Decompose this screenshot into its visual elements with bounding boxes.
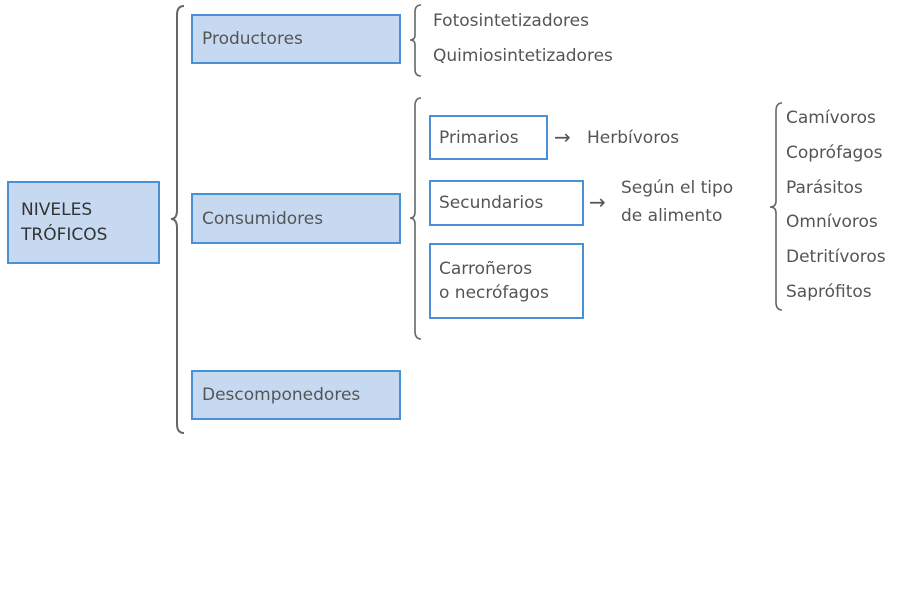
food-type-item: Parásitos	[786, 178, 863, 198]
level-producers: Productores	[191, 14, 401, 64]
root-node-niveles-troficos: NIVELES TRÓFICOS	[7, 181, 160, 264]
root-label-line2: TRÓFICOS	[21, 224, 108, 245]
level-consumers-label: Consumidores	[202, 208, 324, 229]
level-decomposers: Descomponedores	[191, 370, 401, 420]
consumer-scavengers-line1: Carroñeros	[439, 259, 533, 279]
consumer-secondary: Secundarios	[429, 180, 584, 226]
level-consumers: Consumidores	[191, 193, 401, 244]
food-type-item: Coprófagos	[786, 143, 883, 163]
producers-brace	[409, 4, 422, 77]
root-label-line1: NIVELES	[21, 199, 93, 220]
main-brace	[170, 5, 185, 434]
food-type-item: Saprófitos	[786, 282, 872, 302]
level-decomposers-label: Descomponedores	[202, 385, 361, 405]
food-type-item: Camívoros	[786, 108, 876, 128]
food-type-item: Detritívoros	[786, 247, 886, 267]
producer-type-chemosynthetic: Quimiosintetizadores	[433, 46, 613, 66]
secondary-result-line2: de alimento	[621, 206, 723, 226]
arrow-icon-secondary: →	[589, 190, 606, 214]
consumer-scavengers-line2: o necrófagos	[439, 283, 549, 303]
consumer-scavengers: Carroñeros o necrófagos	[429, 243, 584, 319]
arrow-icon-primary: →	[554, 125, 571, 149]
secondary-result-line1: Según el tipo	[621, 178, 734, 198]
consumer-secondary-label: Secundarios	[439, 193, 544, 213]
food-type-item: Omnívoros	[786, 212, 878, 232]
level-producers-label: Productores	[202, 29, 303, 49]
food-types-brace	[769, 102, 783, 311]
producer-type-photosynthetic: Fotosintetizadores	[433, 11, 589, 31]
consumer-primary-label: Primarios	[439, 127, 519, 148]
consumer-primary: Primarios	[429, 115, 548, 160]
consumers-brace	[409, 97, 422, 340]
primary-result-herbivores: Herbívoros	[587, 128, 680, 148]
